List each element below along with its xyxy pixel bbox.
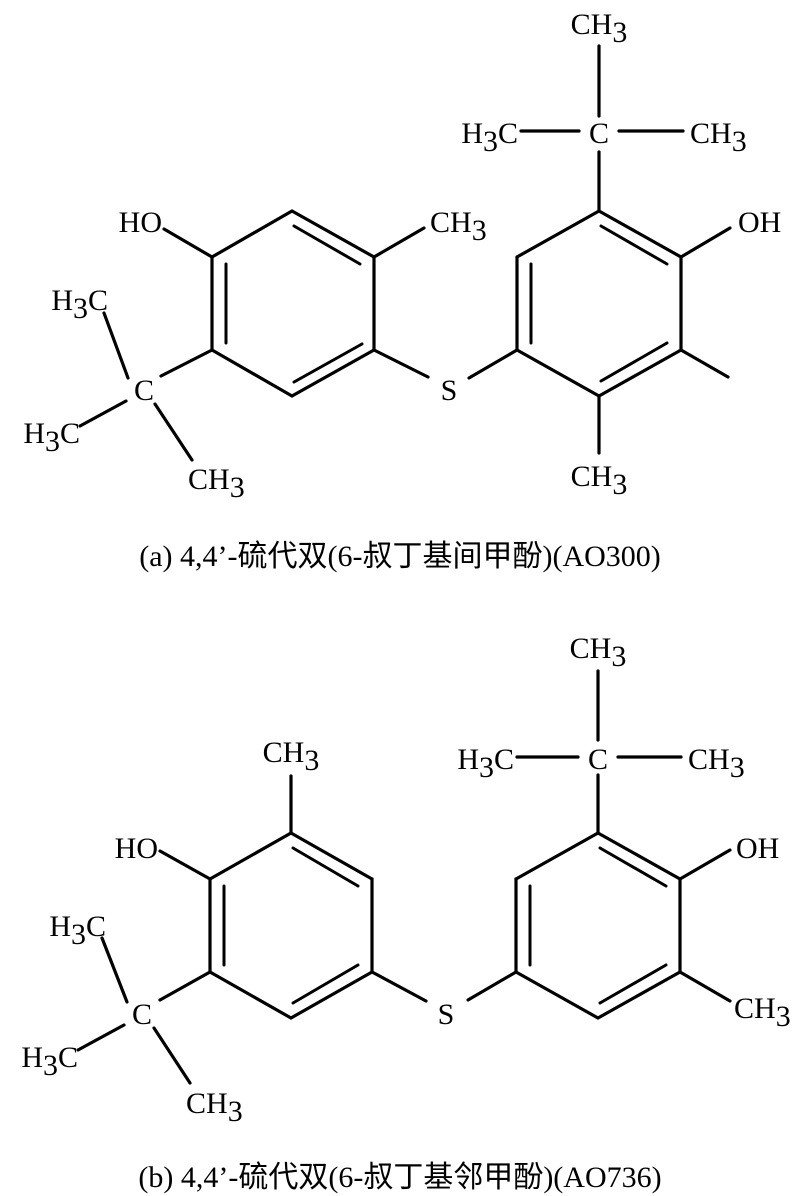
bond — [372, 226, 426, 259]
bond — [515, 209, 601, 259]
bond — [159, 348, 214, 378]
structure-a-left-ring — [210, 209, 376, 398]
caption-b: (b) 4,4’-硫代双(6-叔丁基邻甲酚)(AO736) — [138, 1161, 662, 1194]
bond — [208, 831, 293, 881]
bond — [102, 311, 130, 380]
bond — [289, 970, 374, 1020]
hydroxyl-label: OH — [736, 832, 779, 865]
tert-butyl-methyl-label: H3C — [51, 284, 108, 325]
bond — [78, 399, 128, 428]
tert-butyl-methyl-label: H3C — [461, 117, 518, 158]
double-bond-inner — [598, 963, 668, 1005]
bond — [466, 970, 518, 1002]
bond — [515, 348, 601, 398]
structure-b-right-ring — [514, 831, 682, 1020]
structure-a-right-ring — [515, 209, 683, 398]
bond — [152, 1026, 192, 1085]
double-bond-inner — [291, 963, 360, 1005]
tert-butyl-carbon-label: C — [132, 998, 152, 1031]
hydroxyl-label: OH — [738, 206, 781, 239]
tert-butyl-methyl-label: H3C — [457, 743, 514, 784]
tert-butyl-methyl-label: CH3 — [186, 1087, 243, 1128]
structure-b-left-ring — [208, 831, 374, 1020]
bond — [158, 970, 212, 1002]
tert-butyl-methyl-label: H3C — [21, 1041, 78, 1082]
bond — [679, 348, 730, 379]
bond — [467, 348, 519, 380]
bond — [208, 970, 293, 1020]
tert-butyl-methyl-label: CH3 — [571, 8, 628, 49]
methyl-label: CH3 — [430, 206, 487, 247]
tert-butyl-carbon-label: C — [589, 117, 609, 150]
bond — [290, 209, 376, 259]
bond — [290, 348, 376, 398]
hydroxyl-label: HO — [115, 832, 158, 865]
tert-butyl-methyl-label: CH3 — [188, 463, 245, 504]
thioether-sulfur-label: S — [438, 998, 455, 1031]
bond — [76, 1023, 126, 1052]
bond — [289, 831, 374, 881]
double-bond-inner — [599, 341, 669, 383]
bond — [678, 848, 732, 881]
methyl-label: CH3 — [571, 460, 628, 501]
bond — [596, 970, 682, 1020]
methyl-label: CH3 — [734, 992, 791, 1033]
tert-butyl-methyl-label: CH3 — [690, 117, 747, 158]
hydroxyl-label: HO — [119, 206, 162, 239]
bond — [210, 348, 294, 398]
double-bond-inner — [292, 224, 362, 266]
tert-butyl-methyl-label: H3C — [23, 417, 80, 458]
structure-a: HO CH3 H3C C H3C CH3 S CH3 H3C C CH3 OH … — [23, 8, 781, 504]
bond — [162, 227, 214, 259]
tert-butyl-carbon-label: C — [588, 743, 608, 776]
tert-butyl-methyl-label: CH3 — [570, 632, 627, 673]
caption-a: (a) 4,4’-硫代双(6-叔丁基间甲酚)(AO300) — [139, 540, 661, 573]
bond — [679, 226, 732, 259]
bond — [210, 209, 294, 259]
double-bond-inner — [292, 342, 364, 384]
bond — [678, 970, 732, 1003]
bond — [153, 402, 194, 462]
bond — [596, 831, 682, 881]
bond — [597, 209, 683, 259]
bond — [370, 970, 428, 1003]
double-bond-inner — [599, 224, 669, 266]
methyl-label-c: CH3 — [430, 206, 487, 247]
bond — [514, 970, 600, 1020]
bond — [372, 348, 430, 379]
bond — [158, 849, 212, 881]
double-bond-inner — [291, 846, 360, 888]
tert-butyl-methyl-label: H3C — [49, 910, 106, 951]
thioether-sulfur-label: S — [441, 374, 458, 407]
methyl-label: CH3 — [263, 736, 320, 777]
bond — [514, 831, 600, 881]
tert-butyl-carbon-label: C — [134, 374, 154, 407]
structure-b: CH3 HO H3C C H3C CH3 S CH3 H3C C CH3 OH … — [21, 632, 790, 1128]
bond — [597, 348, 683, 398]
bond — [100, 936, 129, 1004]
double-bond-inner — [598, 846, 668, 888]
tert-butyl-methyl-label: CH3 — [688, 743, 745, 784]
